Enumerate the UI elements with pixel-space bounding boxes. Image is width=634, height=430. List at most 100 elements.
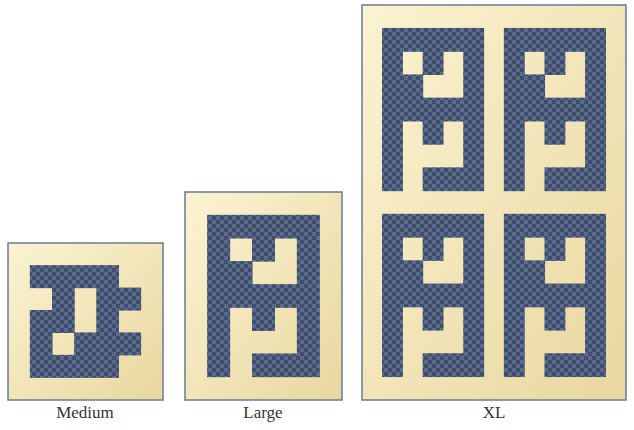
maze-floor (504, 51, 525, 75)
maze-floor (544, 98, 565, 122)
maze-floor (252, 238, 275, 262)
maze-floor (504, 121, 525, 145)
maze-floor (382, 167, 403, 191)
maze-floor (74, 355, 97, 378)
maze-floor (52, 288, 75, 311)
maze-floor (565, 98, 586, 122)
maze-floor (52, 265, 75, 288)
maze-floor (297, 215, 320, 239)
maze-floor (52, 310, 75, 333)
maze-floor (443, 353, 464, 377)
maze-floor (30, 310, 53, 333)
maze-floor (585, 28, 606, 52)
maze-floor (252, 353, 275, 377)
maze-floor (504, 74, 525, 98)
maze-floor (585, 74, 606, 98)
maze-floor (585, 144, 606, 168)
maze-floor (585, 121, 606, 145)
maze-floor (565, 28, 586, 52)
maze-floor (252, 215, 275, 239)
maze-floor (402, 74, 423, 98)
maze-floor (565, 353, 586, 377)
maze-floor (30, 332, 53, 355)
size-label: Medium (56, 404, 114, 421)
maze-floor (230, 284, 253, 308)
maze-floor (423, 121, 444, 145)
maze-floor (252, 284, 275, 308)
maze-floor (423, 353, 444, 377)
maze-floor (463, 237, 484, 261)
maze-floor (382, 51, 403, 75)
maze-floor (402, 98, 423, 122)
maze-floor (544, 353, 565, 377)
maze-floor (423, 28, 444, 52)
maze-floor (96, 310, 119, 333)
maze-floor (504, 260, 525, 284)
maze-floor (544, 51, 565, 75)
maze-floor (207, 353, 230, 377)
maze-floor (423, 237, 444, 261)
maze-floor (565, 167, 586, 191)
maze-floor (504, 237, 525, 261)
maze-floor (423, 98, 444, 122)
maze-floor (230, 261, 253, 285)
maze-floor (504, 144, 525, 168)
maze-floor (443, 284, 464, 308)
maze-floor (504, 167, 525, 191)
maze-floor (74, 265, 97, 288)
maze-floor (585, 98, 606, 122)
maze-floor (230, 215, 253, 239)
maze-floor (544, 284, 565, 308)
maze-floor (463, 260, 484, 284)
maze-wall (8, 243, 163, 400)
maze-floor (118, 288, 141, 311)
maze-floor (443, 28, 464, 52)
maze-floor (274, 215, 297, 239)
maze-floor (585, 284, 606, 308)
maze-floor (52, 355, 75, 378)
maze-floor (423, 51, 444, 75)
maze-floor (504, 330, 525, 354)
maze-floor (96, 265, 119, 288)
maze-floor (207, 238, 230, 262)
maze-floor (297, 353, 320, 377)
maze-floor (524, 98, 545, 122)
maze-floor (524, 214, 545, 238)
maze-floor (382, 260, 403, 284)
maze-floor (274, 353, 297, 377)
maze-floor (402, 28, 423, 52)
maze-floor (463, 307, 484, 331)
maze-floor (524, 74, 545, 98)
maze-floor (463, 74, 484, 98)
maze-floor (382, 144, 403, 168)
maze-floor (207, 284, 230, 308)
maze-floor (524, 284, 545, 308)
maze-floor (96, 332, 119, 355)
maze-floor (443, 167, 464, 191)
maze-floor (423, 307, 444, 331)
maze-floor (585, 214, 606, 238)
maze-floor (463, 284, 484, 308)
maze-wall (185, 192, 342, 400)
maze-floor (96, 288, 119, 311)
maze-floor (382, 284, 403, 308)
maze-floor (585, 353, 606, 377)
maze-floor (565, 284, 586, 308)
maze-floor (207, 307, 230, 331)
maze-floor (463, 28, 484, 52)
maze-floor (297, 307, 320, 331)
maze-floor (463, 144, 484, 168)
maze-floor (423, 284, 444, 308)
maze-floor (207, 330, 230, 354)
maze-floor (207, 215, 230, 239)
maze-floor (544, 214, 565, 238)
maze-floor (524, 28, 545, 52)
maze-floor (382, 353, 403, 377)
maze-floor (382, 74, 403, 98)
maze-floor (504, 284, 525, 308)
maze-floor (443, 214, 464, 238)
maze-floor (382, 98, 403, 122)
maze (362, 5, 626, 400)
maze-floor (382, 307, 403, 331)
